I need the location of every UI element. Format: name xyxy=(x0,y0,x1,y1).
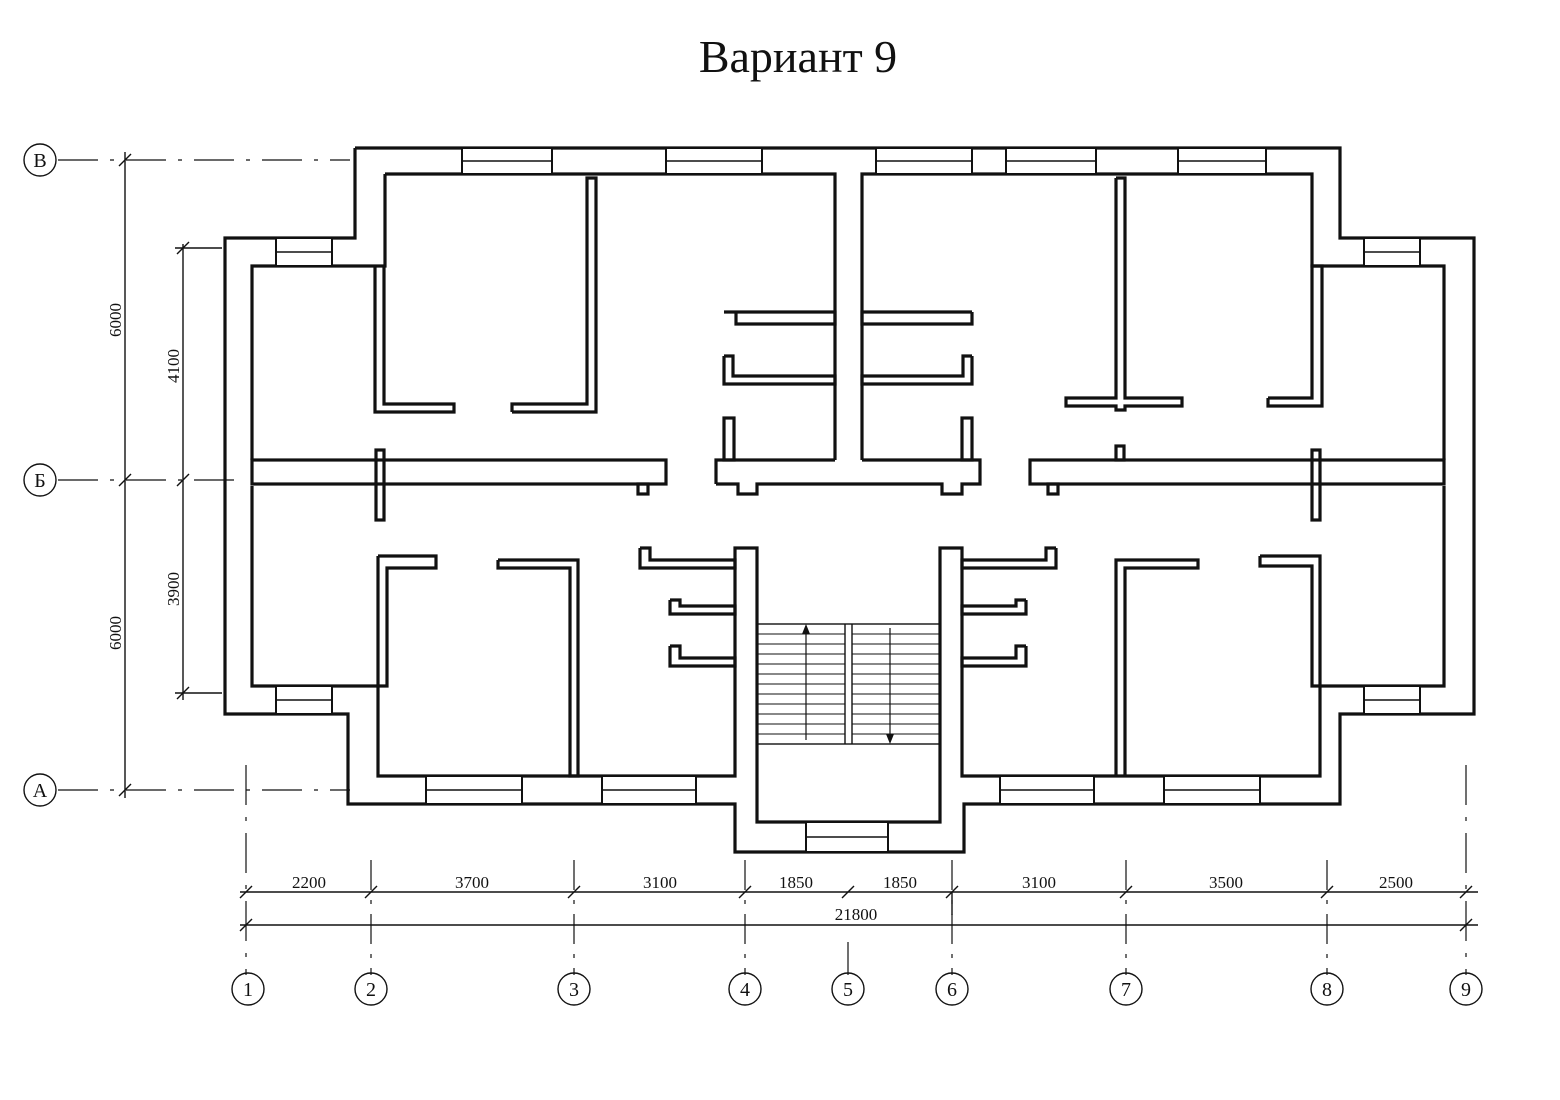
axis-marker-6: 6 xyxy=(935,972,969,1006)
window-sw xyxy=(275,685,333,715)
window-stair xyxy=(805,821,889,853)
axis-marker-a: А xyxy=(23,773,57,807)
dim-left-outer-top: 6000 xyxy=(106,303,125,337)
dim-span-4-5: 1850 xyxy=(779,873,813,892)
window-top-1 xyxy=(461,147,553,175)
dim-total: 21800 xyxy=(835,905,878,924)
dim-left-outer-bottom: 6000 xyxy=(106,616,125,650)
window-bottom-4 xyxy=(1163,775,1261,805)
svg-text:В: В xyxy=(33,150,46,172)
bottom-dimension-chain: 2200 3700 3100 1850 1850 3100 3500 2500 … xyxy=(239,873,1478,932)
row-axis-markers: В Б А xyxy=(23,143,57,807)
window-bottom-1 xyxy=(425,775,523,805)
axis-marker-2: 2 xyxy=(354,972,388,1006)
corridor-walls xyxy=(250,444,1446,522)
axis-marker-b: Б xyxy=(23,463,57,497)
axis-marker-v: В xyxy=(23,143,57,177)
dim-span-8-9: 2500 xyxy=(1379,873,1413,892)
bottom-partitions xyxy=(376,546,1322,778)
column-axis-markers: 1 2 3 4 5 6 7 8 9 xyxy=(231,972,1483,1006)
window-bottom-3 xyxy=(999,775,1095,805)
dim-left-inner-bottom: 3900 xyxy=(164,572,183,606)
dim-span-2-3: 3700 xyxy=(455,873,489,892)
svg-text:5: 5 xyxy=(843,979,853,1001)
window-top-4 xyxy=(1005,147,1097,175)
window-bottom-2 xyxy=(601,775,697,805)
dim-span-6-7: 3100 xyxy=(1022,873,1056,892)
svg-text:7: 7 xyxy=(1121,979,1131,1001)
axis-marker-7: 7 xyxy=(1109,972,1143,1006)
dim-left-inner-top: 4100 xyxy=(164,349,183,383)
windows xyxy=(275,147,1421,853)
stair-arrow-up xyxy=(802,624,810,740)
svg-text:4: 4 xyxy=(740,979,750,1001)
svg-text:9: 9 xyxy=(1461,979,1471,1001)
left-dimension-chain: 6000 6000 4100 3900 xyxy=(106,152,222,798)
stair-arrow-down xyxy=(886,628,894,744)
svg-text:1: 1 xyxy=(243,979,253,1001)
window-top-5 xyxy=(1177,147,1267,175)
axis-marker-5: 5 xyxy=(831,972,865,1006)
axis-marker-9: 9 xyxy=(1449,972,1483,1006)
staircase xyxy=(756,623,941,745)
dim-span-7-8: 3500 xyxy=(1209,873,1243,892)
svg-text:3: 3 xyxy=(569,979,579,1001)
svg-text:Б: Б xyxy=(34,470,45,492)
drawing-title: Вариант 9 xyxy=(698,31,898,82)
axis-marker-4: 4 xyxy=(728,972,762,1006)
window-top-3 xyxy=(875,147,973,175)
dim-span-1-2: 2200 xyxy=(292,873,326,892)
dim-span-3-4: 3100 xyxy=(643,873,677,892)
svg-text:А: А xyxy=(33,780,48,802)
window-se xyxy=(1363,685,1421,715)
window-ne xyxy=(1363,237,1421,267)
window-top-2 xyxy=(665,147,763,175)
svg-text:8: 8 xyxy=(1322,979,1332,1001)
dim-span-5-6: 1850 xyxy=(883,873,917,892)
svg-text:6: 6 xyxy=(947,979,957,1001)
axis-marker-8: 8 xyxy=(1310,972,1344,1006)
window-nw xyxy=(275,237,333,267)
exterior-walls xyxy=(223,146,1476,854)
svg-text:2: 2 xyxy=(366,979,376,1001)
top-partitions xyxy=(373,176,1324,462)
axis-lines xyxy=(58,159,1467,975)
axis-marker-1: 1 xyxy=(231,972,265,1006)
axis-marker-3: 3 xyxy=(557,972,591,1006)
